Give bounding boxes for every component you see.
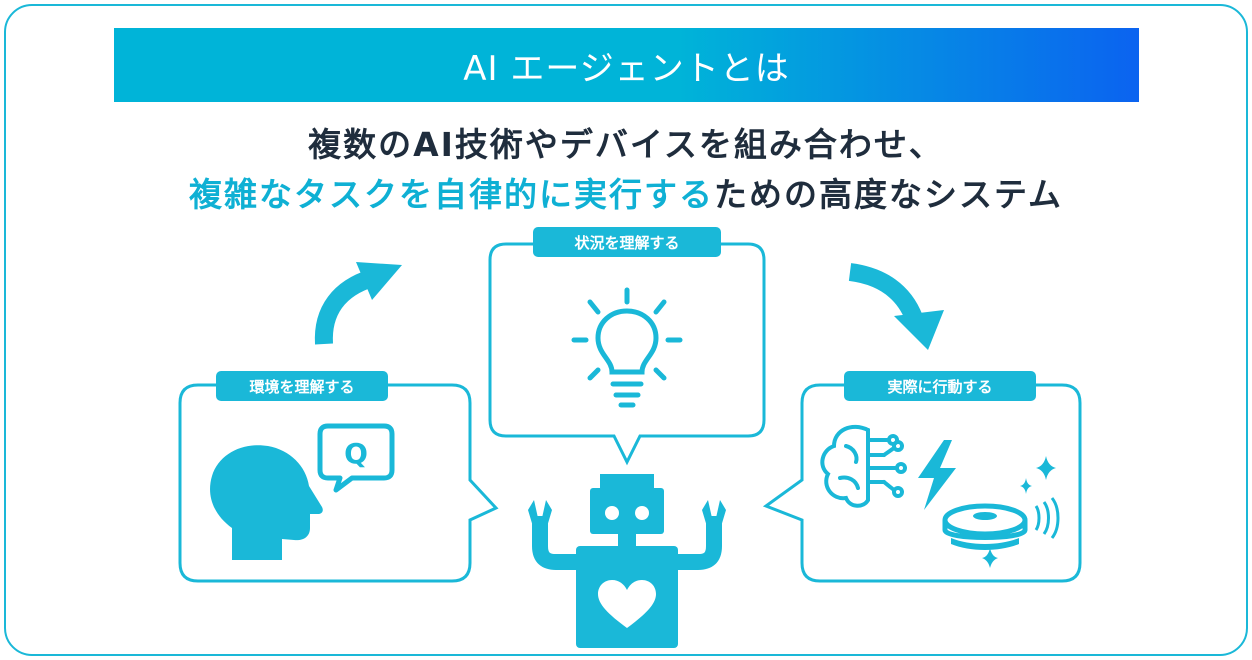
action-label-pill bbox=[844, 371, 1036, 401]
heart-icon bbox=[598, 580, 656, 628]
lightning-icon bbox=[918, 440, 956, 510]
environment-label: 環境を理解する bbox=[249, 378, 354, 396]
situation-label-pill bbox=[533, 227, 721, 257]
action-bubble bbox=[762, 383, 1082, 583]
curved-arrow-down-icon bbox=[848, 263, 944, 350]
action-label: 実際に行動する bbox=[887, 378, 992, 396]
sparkle-icon bbox=[982, 548, 998, 568]
headline-line-1: 複数のAI技術やデバイスを組み合わせ、 bbox=[308, 125, 944, 164]
robot-icon bbox=[528, 474, 726, 648]
person-head-icon bbox=[210, 445, 323, 560]
banner-title: AI エージェントとは bbox=[463, 48, 790, 89]
brain-circuit-icon bbox=[820, 424, 907, 508]
speech-bubble-q-icon: Q bbox=[317, 423, 395, 493]
headline-highlight: 複雑なタスクを自律的に実行する bbox=[188, 175, 714, 214]
situation-label: 状況を理解する bbox=[574, 234, 679, 252]
lightbulb-icon bbox=[571, 287, 683, 408]
headline-line-2: 複雑なタスクを自律的に実行するための高度なシステム bbox=[0, 168, 1252, 216]
headline-rest: ための高度なシステム bbox=[713, 175, 1063, 214]
sparkle-icon bbox=[1036, 456, 1056, 480]
robot-vacuum-icon bbox=[942, 497, 1060, 550]
title-banner: AI エージェントとは bbox=[114, 28, 1139, 102]
environment-label-pill bbox=[216, 371, 388, 401]
situation-bubble bbox=[488, 242, 766, 466]
bubble-letter: Q bbox=[344, 437, 368, 470]
sparkle-icon bbox=[1020, 478, 1032, 494]
curved-arrow-up-icon bbox=[314, 262, 402, 345]
